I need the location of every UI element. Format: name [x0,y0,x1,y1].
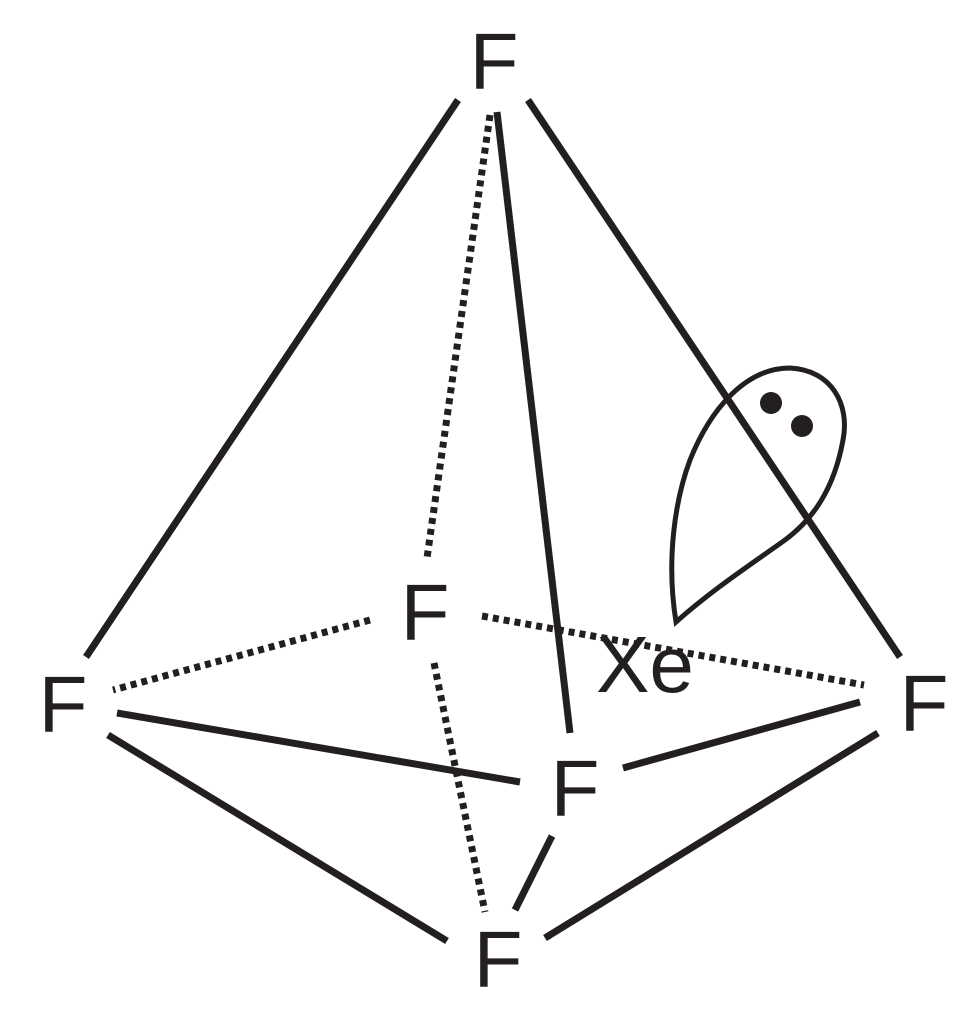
bond-right-bottom [543,730,880,941]
bond-front-bottom [511,834,556,912]
lone-pair-electron [791,415,813,437]
bond-back-bottom [430,662,489,913]
bond-top-left [83,98,461,659]
bond-left-front [116,709,521,786]
atom-label-xenon: Xe [596,620,694,709]
atom-label-front: F [551,744,600,833]
bond-top-front [493,111,574,734]
lone-pair-lobe [669,365,847,627]
bond-right-front [622,698,861,772]
bond-left-bottom [106,732,449,944]
bond-back-left [112,616,371,694]
bond-back-right [481,612,865,689]
atom-label-back: F [401,568,450,657]
atom-label-left: F [39,660,88,749]
bond-top-back [423,114,494,559]
atom-label-right: F [900,659,949,748]
atom-label-top: F [470,17,519,106]
atom-label-bottom: F [474,915,523,1004]
bond-top-right [525,98,903,659]
lone-pair-electron [760,392,782,414]
